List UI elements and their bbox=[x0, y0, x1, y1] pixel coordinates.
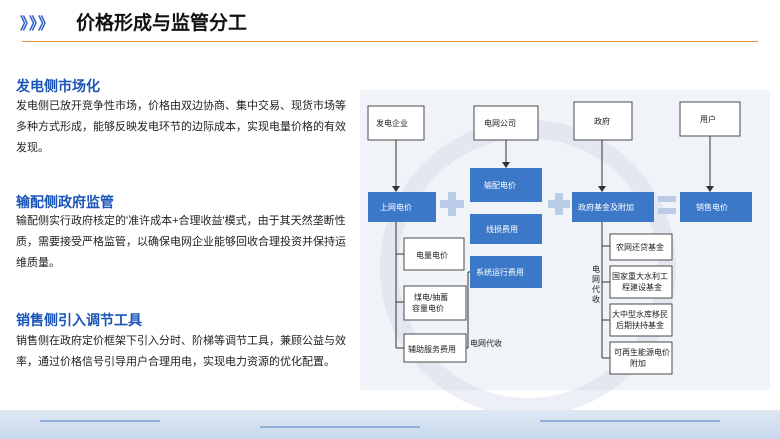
header: 》》》 价格形成与监管分工 bbox=[0, 0, 780, 42]
label-capacity-price: 煤电/抽蓄容量电价 bbox=[412, 292, 448, 313]
label-transmission-price: 输配电价 bbox=[484, 180, 516, 190]
item-renewable-surcharge bbox=[609, 341, 673, 375]
item-energy-price bbox=[403, 237, 465, 271]
item-water-project-fund bbox=[609, 265, 673, 299]
label-line-loss: 线损费用 bbox=[486, 224, 518, 234]
box-system-cost bbox=[470, 256, 542, 288]
label-reservoir-fund: 大中型水库移民后期扶持基金 bbox=[612, 309, 668, 330]
label-on-grid-price: 上网电价 bbox=[380, 202, 412, 212]
source-label-user: 用户 bbox=[700, 114, 716, 124]
section-title-retail: 销售侧引入调节工具 bbox=[16, 312, 142, 328]
label-water-project-fund: 国家重大水利工程建设基金 bbox=[612, 271, 668, 292]
label-renewable-surcharge: 可再生能源电价附加 bbox=[614, 347, 670, 368]
source-box-grid bbox=[473, 105, 539, 141]
bottom-decoration bbox=[0, 410, 780, 439]
circuit-trace bbox=[260, 426, 420, 428]
label-grid-agent: 电网代收 bbox=[470, 338, 502, 348]
section-title-transmission: 输配侧政府监管 bbox=[16, 194, 114, 210]
box-fund-surcharge bbox=[572, 192, 654, 222]
chevron-right-icon: 》》》 bbox=[20, 16, 56, 33]
label-energy-price: 电量电价 bbox=[416, 250, 448, 260]
label-gov-vertical: 电网代收 bbox=[592, 264, 600, 304]
source-box-user bbox=[679, 101, 741, 137]
source-label-government: 政府 bbox=[594, 116, 610, 126]
source-label-generator: 发电企业 bbox=[376, 118, 408, 128]
item-ancillary-cost bbox=[403, 333, 467, 363]
circuit-trace bbox=[540, 420, 720, 422]
label-system-cost: 系统运行费用 bbox=[476, 267, 524, 277]
connector-lines bbox=[392, 136, 714, 359]
box-retail-price bbox=[680, 192, 752, 222]
label-ancillary-cost: 辅助服务费用 bbox=[408, 344, 456, 354]
item-capacity-price bbox=[403, 285, 467, 321]
source-box-generator bbox=[367, 105, 425, 141]
plus-operator-2 bbox=[548, 193, 570, 215]
section-body-retail: 销售侧在政府定价框架下引入分时、阶梯等调节工具，兼顾公益与效率，通过价格信号引导… bbox=[16, 335, 346, 368]
source-box-government bbox=[573, 101, 633, 141]
circuit-trace bbox=[40, 420, 160, 422]
page-title: 价格形成与监管分工 bbox=[76, 13, 248, 34]
equals-operator bbox=[658, 196, 676, 214]
label-fund-surcharge: 政府基金及附加 bbox=[578, 202, 634, 212]
source-label-grid: 电网公司 bbox=[484, 118, 516, 128]
box-on-grid-price bbox=[368, 192, 436, 222]
item-rural-grid-fund bbox=[609, 233, 673, 261]
header-divider bbox=[22, 41, 758, 42]
plus-operator-1 bbox=[440, 192, 464, 216]
section-body-generation: 发电侧已放开竞争性市场，价格由双边协商、集中交易、现货市场等多种方式形成，能够反… bbox=[16, 100, 346, 154]
box-line-loss bbox=[470, 214, 542, 244]
item-reservoir-fund bbox=[609, 303, 673, 337]
label-rural-grid-fund: 农网还贷基金 bbox=[616, 242, 664, 252]
section-body-transmission: 输配侧实行政府核定的'准许成本+合理收益'模式，由于其天然垄断性质，需要接受严格… bbox=[16, 215, 346, 269]
box-transmission-price bbox=[470, 168, 542, 202]
price-flow-diagram: 发电企业 电网公司 政府 用户 上网电价 输配电价 线损费用 系统运行费用 政府… bbox=[367, 101, 752, 375]
label-retail-price: 销售电价 bbox=[696, 202, 728, 212]
section-title-generation: 发电侧市场化 bbox=[16, 78, 100, 94]
